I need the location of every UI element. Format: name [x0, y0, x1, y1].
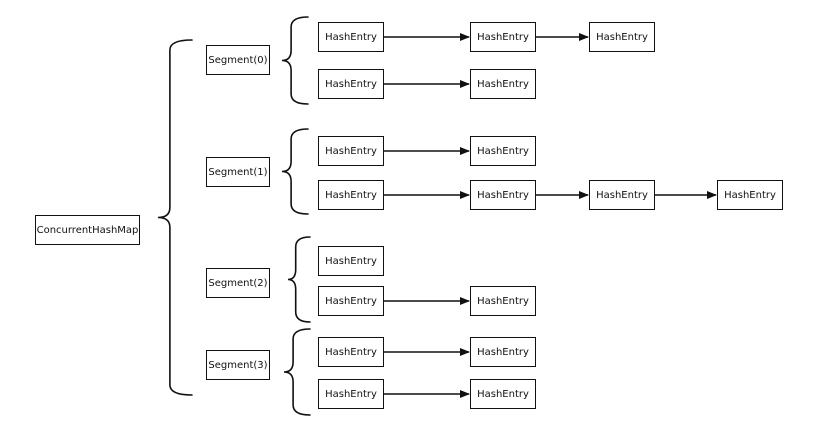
hashentry-node: HashEntry	[318, 136, 384, 166]
hashentry-node: HashEntry	[318, 286, 384, 316]
hashentry-node: HashEntry	[318, 22, 384, 52]
hashentry-node: HashEntry	[470, 69, 536, 99]
hashentry-node: HashEntry	[318, 69, 384, 99]
segment-0-node: Segment(0)	[206, 45, 270, 75]
segment-3-node: Segment(3)	[206, 350, 270, 380]
hashentry-node: HashEntry	[470, 379, 536, 409]
hashentry-node: HashEntry	[318, 337, 384, 367]
hashentry-node: HashEntry	[318, 379, 384, 409]
hashentry-node: HashEntry	[589, 180, 655, 210]
hashentry-node: HashEntry	[470, 22, 536, 52]
hashentry-node: HashEntry	[470, 286, 536, 316]
segment-2-brace	[287, 236, 311, 323]
hashentry-node: HashEntry	[470, 337, 536, 367]
hashentry-node: HashEntry	[470, 136, 536, 166]
segment-3-brace	[283, 328, 311, 416]
segment-1-node: Segment(1)	[206, 157, 270, 187]
hashentry-node: HashEntry	[318, 180, 384, 210]
hashentry-node: HashEntry	[470, 180, 536, 210]
segment-2-node: Segment(2)	[206, 268, 270, 298]
hashentry-node: HashEntry	[318, 246, 384, 276]
concurrenthashmap-node: ConcurrentHashMap	[35, 215, 140, 245]
root-brace	[157, 39, 193, 396]
segment-1-brace	[281, 128, 309, 215]
segment-0-brace	[281, 16, 309, 105]
hashentry-node: HashEntry	[589, 22, 655, 52]
hashentry-node: HashEntry	[717, 180, 783, 210]
